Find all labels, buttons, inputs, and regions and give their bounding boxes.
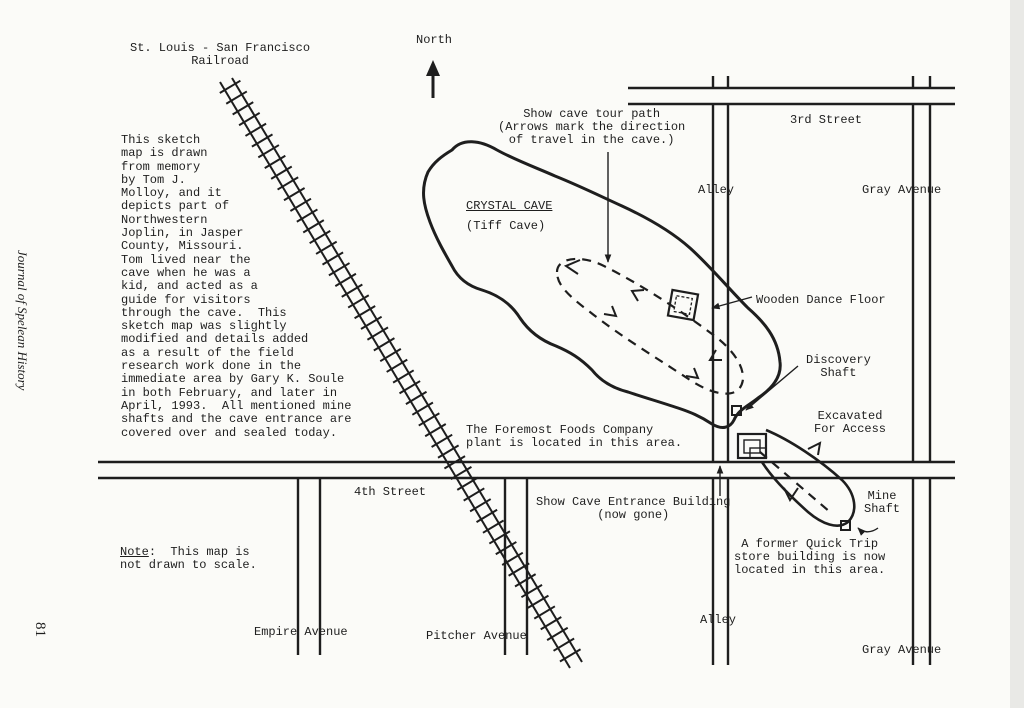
railroad-tie (347, 294, 370, 309)
railroad-tie (431, 433, 453, 448)
page-edge (1010, 0, 1024, 708)
railroad-tie (321, 251, 344, 266)
railroad-tie (302, 219, 325, 234)
railroad-tie (437, 444, 460, 459)
scale-note: Note: This map is not drawn to scale. (120, 546, 257, 572)
mine-shaft-label: Mine Shaft (864, 489, 901, 516)
railroad-tie (533, 605, 556, 620)
railroad-tie (328, 262, 351, 277)
leader-arrows (604, 152, 879, 536)
railroad-tie (219, 79, 241, 94)
railroad-tie (476, 508, 498, 523)
mine-shaft-icon (840, 520, 851, 531)
railroad-tie (251, 133, 274, 148)
foremost-foods-label: The Foremost Foods Company plant is loca… (466, 423, 683, 450)
quick-trip-label: A former Quick Trip store building is no… (734, 537, 886, 577)
railroad-tie (508, 562, 530, 577)
railroad-tie (341, 283, 363, 298)
railroad-tie (289, 197, 312, 212)
streets (98, 76, 955, 665)
entrance-building-icon (736, 432, 768, 460)
railroad-tie (225, 90, 248, 105)
street-3rd-label: 3rd Street (790, 113, 863, 127)
railroad-tie (546, 626, 569, 641)
discovery-shaft-label: Discovery Shaft (806, 353, 871, 380)
tour-path-note: Show cave tour path (Arrows mark the dir… (498, 107, 686, 147)
railroad-tie (418, 412, 440, 427)
railroad-track (219, 77, 583, 669)
railroad-tie (520, 584, 543, 599)
street-4th-label: 4th Street (354, 485, 427, 499)
cave-name: CRYSTAL CAVE (466, 199, 553, 213)
dance-floor-icon (666, 288, 700, 322)
railroad-tie (366, 326, 389, 341)
railroad-tie (232, 101, 254, 116)
railroad-tie (527, 594, 549, 609)
railroad-tie (411, 401, 434, 416)
note-text: : This map is not drawn to scale. (120, 545, 257, 572)
alley-bottom-label: Alley (700, 613, 737, 627)
railroad-tie (270, 165, 293, 180)
railroad-tie (424, 423, 447, 438)
railroad-tie (514, 573, 537, 588)
railroad-tie (334, 272, 357, 287)
cave-outline (422, 140, 782, 429)
railroad-tie (540, 616, 562, 631)
railroad-label: St. Louis - San Francisco Railroad (130, 41, 311, 68)
alley-top-label: Alley (698, 183, 735, 197)
north-arrow-icon (426, 60, 440, 98)
railroad-tie (488, 530, 511, 545)
discovery-shaft-icon (731, 405, 742, 416)
railroad-tie (553, 637, 575, 652)
railroad-tie (238, 112, 261, 127)
tour-path (555, 257, 744, 395)
railroad-tie (501, 551, 524, 566)
railroad-tie (469, 498, 492, 513)
railroad-tie (443, 455, 466, 470)
dance-floor-label: Wooden Dance Floor (756, 293, 886, 307)
railroad-tie (463, 487, 485, 502)
note-label: Note (120, 545, 149, 559)
railroad-tie (398, 380, 421, 395)
excavated-label: Excavated For Access (814, 409, 887, 436)
railroad-tie (559, 648, 582, 663)
railroad-tie (264, 154, 286, 169)
railroad-tie (482, 519, 505, 534)
entrance-building-label: Show Cave Entrance Building (now gone) (536, 495, 731, 522)
railroad-tie (392, 369, 415, 384)
railroad-tie (405, 390, 428, 405)
railroad-tie (277, 176, 299, 191)
railroad-tie (386, 358, 408, 373)
empire-avenue-label: Empire Avenue (254, 625, 348, 639)
railroad-tie (354, 305, 376, 320)
gray-avenue-bottom-label: Gray Avenue (862, 643, 942, 657)
north-label: North (416, 33, 453, 47)
railroad-tie (379, 348, 402, 363)
railroad-tie (296, 208, 318, 223)
railroad-tie (373, 337, 395, 352)
railroad-tie (495, 541, 517, 556)
railroad-tie (257, 144, 280, 159)
railroad-tie (283, 187, 306, 202)
railroad-tie (450, 466, 472, 481)
railroad-tie (309, 230, 331, 245)
railroad-tie (456, 476, 479, 491)
railroad-tie (315, 240, 338, 255)
railroad-tie (244, 122, 267, 137)
railroad-tie (360, 315, 383, 330)
map-description: This sketch map is drawn from memory by … (121, 133, 352, 440)
pitcher-avenue-label: Pitcher Avenue (426, 629, 527, 643)
gray-avenue-top-label: Gray Avenue (862, 183, 942, 197)
cave-alt-name: (Tiff Cave) (466, 219, 546, 233)
